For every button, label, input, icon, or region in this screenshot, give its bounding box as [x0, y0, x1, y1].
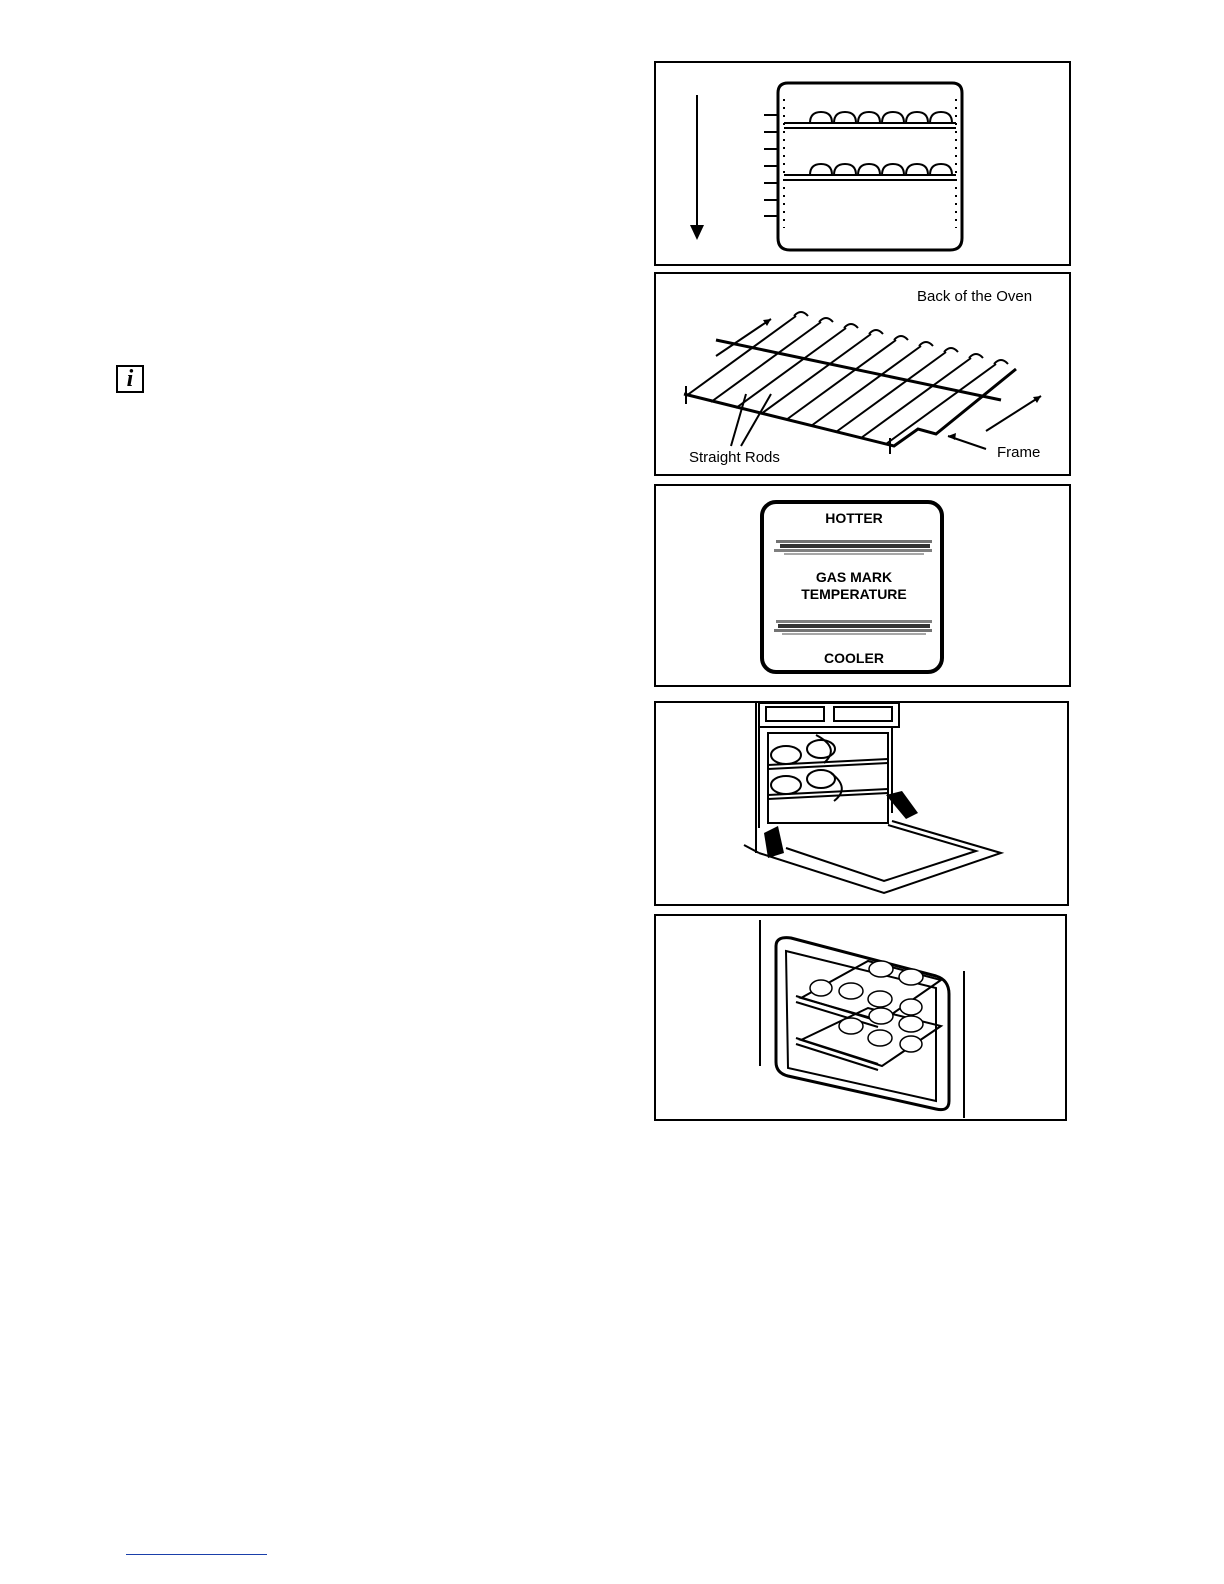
figure-oven-cupcakes — [654, 914, 1067, 1121]
figure-heat-zones: HOTTER GAS MARK TEMPERATURE COOLER — [654, 484, 1071, 687]
cooler-label: COOLER — [824, 650, 884, 666]
oven-cupcakes-diagram — [656, 916, 1069, 1123]
temperature-label: TEMPERATURE — [801, 586, 907, 602]
heat-zones-diagram: HOTTER GAS MARK TEMPERATURE COOLER — [656, 486, 1073, 689]
down-arrow-icon — [690, 225, 704, 240]
straight-rods-label: Straight Rods — [689, 449, 780, 466]
shelf-positions-diagram — [656, 63, 1073, 268]
oven-open-door-diagram — [656, 703, 1071, 908]
info-icon: i — [116, 365, 144, 393]
speckle-band-bottom — [774, 620, 932, 635]
shelf-rods — [686, 312, 1008, 444]
figure-oven-shelf: Back of the Oven — [654, 272, 1071, 476]
figure-shelf-positions — [654, 61, 1071, 266]
frame-label: Frame — [997, 444, 1040, 461]
footer-rule — [126, 1554, 267, 1555]
shelf-frame — [684, 340, 1016, 446]
hotter-label: HOTTER — [825, 510, 883, 526]
frame-pointer-arrow-icon — [948, 433, 956, 440]
figure-oven-open-door — [654, 701, 1069, 906]
back-of-oven-label: Back of the Oven — [917, 288, 1032, 305]
gas-mark-label: GAS MARK — [816, 569, 892, 585]
cupcakes-upper — [810, 961, 923, 1015]
oven-shelf-diagram: Back of the Oven — [656, 274, 1073, 478]
speckle-band-top — [774, 540, 932, 555]
upper-shelf — [784, 112, 956, 128]
lower-shelf — [784, 164, 956, 180]
